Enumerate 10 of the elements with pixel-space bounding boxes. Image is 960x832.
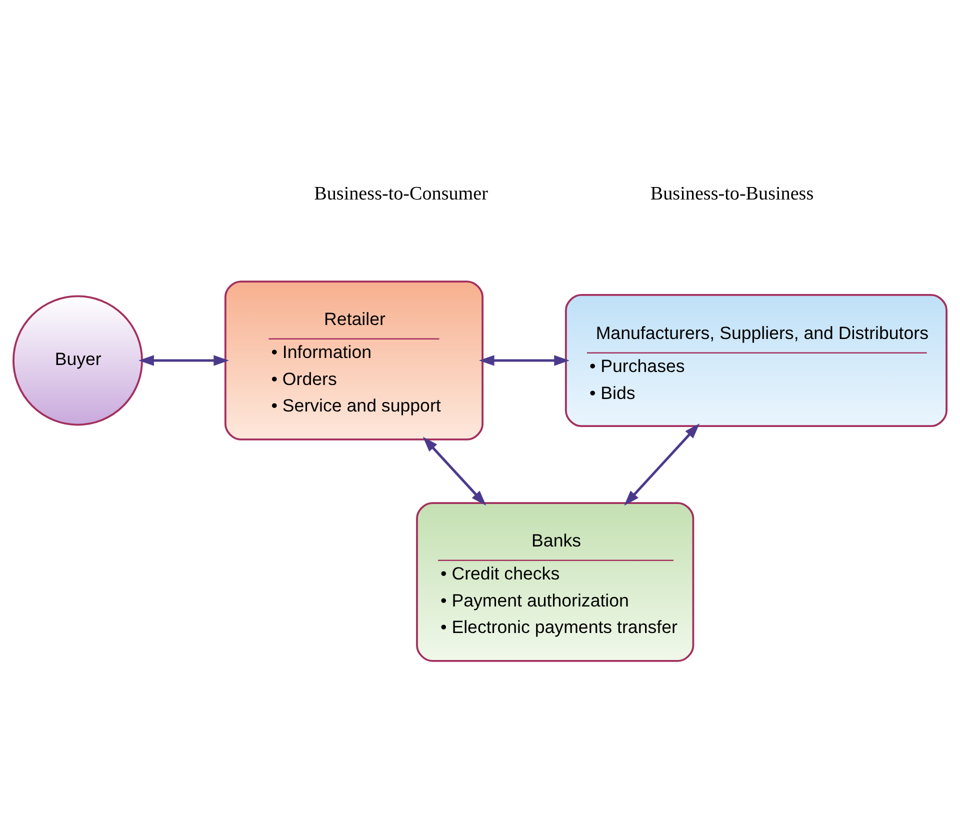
label: Business-to-Business [650,182,814,204]
arrow [624,422,700,506]
arrow [422,436,486,506]
node-box: Retailer • Information • Orders • Service and support [224,280,484,440]
node-box: Banks • Credit checks • Payment authorization • Electronic payments transfer [416,502,694,662]
arrow [478,354,570,366]
label: Business-to-Consumer [314,182,488,204]
arrow [138,354,229,366]
node-box: Manufacturers, Suppliers, and Distributors • Purchases • Bids [564,293,948,426]
node-circle: Buyer [12,294,143,426]
